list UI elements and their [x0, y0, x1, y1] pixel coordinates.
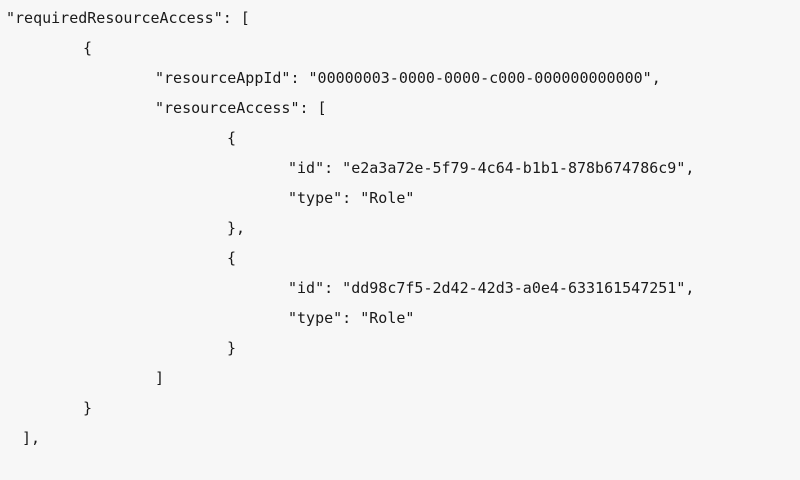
- code-line: {: [227, 129, 237, 147]
- code-line: ],: [22, 429, 41, 447]
- code-line: "type": "Role": [288, 189, 415, 207]
- code-line: "requiredResourceAccess": [: [6, 9, 250, 27]
- code-line: "resourceAccess": [: [155, 99, 327, 117]
- code-line: {: [227, 249, 237, 267]
- code-line: ]: [155, 369, 165, 387]
- code-line: "id": "e2a3a72e-5f79-4c64-b1b1-878b67478…: [288, 159, 695, 177]
- code-line: }: [83, 399, 93, 417]
- code-line: "id": "dd98c7f5-2d42-42d3-a0e4-633161547…: [288, 279, 695, 297]
- code-line: "resourceAppId": "00000003-0000-0000-c00…: [155, 69, 661, 87]
- code-line: "type": "Role": [288, 309, 415, 327]
- code-line: {: [83, 39, 93, 57]
- code-line: }: [227, 339, 237, 357]
- code-line: },: [227, 219, 246, 237]
